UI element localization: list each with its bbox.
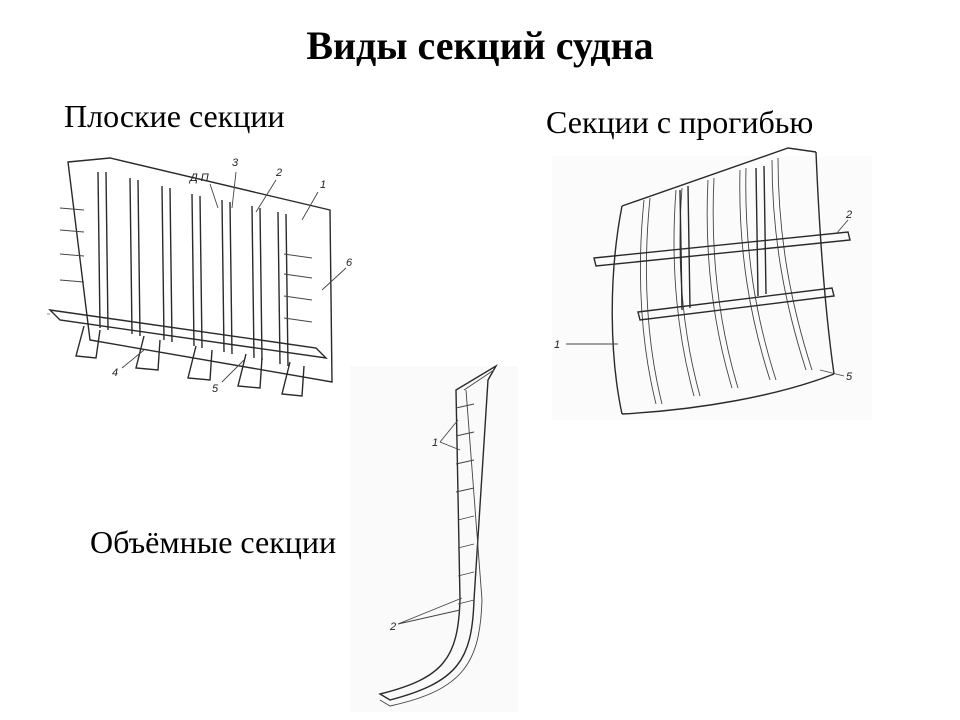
flat-brackets xyxy=(75,325,305,397)
flat-callout-6: 6 xyxy=(346,257,353,269)
curved-callout-2: 2 xyxy=(845,209,852,221)
flat-callout-5: 5 xyxy=(212,383,219,395)
flat-side-shelves xyxy=(59,207,313,323)
flat-callout-3: 3 xyxy=(232,157,239,169)
curved-callout-5: 5 xyxy=(846,371,853,383)
curved-callout-1: 1 xyxy=(554,339,560,351)
flat-sections-label: Плоские секции xyxy=(64,98,285,134)
volume-callout-1: 1 xyxy=(432,437,438,449)
volume-sections-label: Объёмные секции xyxy=(90,524,337,560)
flat-callout-2: 2 xyxy=(275,167,282,179)
volume-stiffeners xyxy=(455,403,475,605)
curved-section-drawing: 2 1 5 xyxy=(552,147,872,420)
curved-sections-label: Секции с прогибью xyxy=(546,104,814,140)
curved-frames xyxy=(639,157,813,405)
volume-callout-2: 2 xyxy=(389,621,396,633)
flat-section-drawing: Д П 3 2 1 6 4 5 xyxy=(44,157,353,397)
slide-title: Виды секций судна xyxy=(306,23,654,68)
flat-callout-4: 4 xyxy=(112,367,118,379)
flat-callout-dp: Д П xyxy=(188,172,209,184)
flat-vertical-stiffeners xyxy=(97,171,289,367)
volume-section-drawing: 1 2 xyxy=(350,364,518,712)
flat-callout-1: 1 xyxy=(320,179,326,191)
